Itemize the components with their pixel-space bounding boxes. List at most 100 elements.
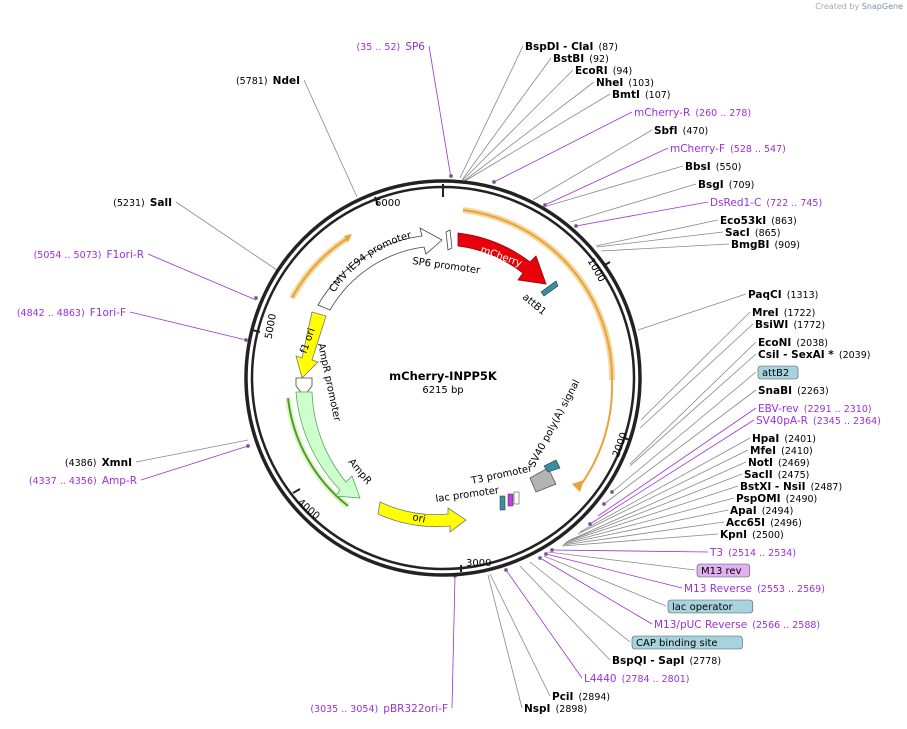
label-name: BmgBI xyxy=(731,239,769,251)
right-label-noti: NotI (2469) xyxy=(748,451,810,470)
label-extra: - SexAI * xyxy=(779,349,834,361)
label-position: (550) xyxy=(716,162,742,173)
label-position: (2784 .. 2801) xyxy=(622,674,690,685)
label-name: ApaI xyxy=(730,505,757,517)
right-label-mrei: MreI (1722) xyxy=(752,301,815,320)
leader-line xyxy=(529,561,631,643)
label-name: BspDI xyxy=(525,41,559,53)
right-label-bspdi: BspDI - ClaI (87) xyxy=(525,41,618,53)
label-position: (3035 .. 3054) xyxy=(310,704,378,715)
attb1-marker xyxy=(540,280,559,297)
leader-line xyxy=(462,69,574,181)
label-name: CsiI xyxy=(758,349,779,361)
svg-text:NotI (2469): NotI (2469) xyxy=(748,451,810,470)
label-position: (2898) xyxy=(556,704,588,715)
sv40-polya-box xyxy=(529,467,557,493)
svg-text:BsiWI (1772): BsiWI (1772) xyxy=(755,313,825,332)
lac-cluster-blue xyxy=(499,495,506,511)
leader-line xyxy=(562,521,725,546)
mcherry-arrow xyxy=(457,232,547,285)
right-label-eco53ki: Eco53kI (863) xyxy=(720,215,797,227)
primer-site-marker xyxy=(243,337,248,342)
svg-text:(3035 .. 3054) pBR322ori-F: (3035 .. 3054) pBR322ori-F xyxy=(310,697,448,716)
svg-text:MreI (1722): MreI (1722) xyxy=(752,301,815,320)
label-name: EcoNI xyxy=(758,337,791,349)
label-extra: - SapI xyxy=(647,655,685,667)
right-label-bsiwi: BsiWI (1772) xyxy=(755,313,825,332)
leader-line xyxy=(629,353,757,467)
label-position: (2475) xyxy=(778,470,810,481)
label-name: CAP binding site xyxy=(636,638,718,649)
leader-line xyxy=(551,549,709,553)
tick-label-5000: 5000 xyxy=(264,313,279,340)
svg-text:SV40pA-R (2345 .. 2364): SV40pA-R (2345 .. 2364) xyxy=(756,409,881,428)
label-position: (2778) xyxy=(689,656,721,667)
left-label-f1ori-f: (4842 .. 4863) F1ori-F xyxy=(17,307,126,319)
leader-line xyxy=(603,389,757,505)
label-name: mCherry-F xyxy=(670,143,725,155)
label-position: (2494) xyxy=(762,506,794,517)
svg-text:NspI (2898): NspI (2898) xyxy=(524,697,587,716)
sp6-promoter-label: SP6 promoter xyxy=(412,256,482,277)
label-name: SalI xyxy=(150,197,172,209)
right-label-bmti: BmtI (107) xyxy=(612,89,671,101)
label-position: (4386) xyxy=(65,458,97,469)
right-label-bstxi: BstXI - NsiI (2487) xyxy=(740,481,842,493)
svg-text:EBV-rev (2291 .. 2310): EBV-rev (2291 .. 2310) xyxy=(758,397,872,416)
leader-line xyxy=(567,473,743,542)
label-box xyxy=(696,563,751,578)
right-label-bbsi: BbsI (550) xyxy=(685,155,741,174)
label-name: BsiWI xyxy=(755,319,788,331)
svg-text:BbsI (550): BbsI (550) xyxy=(685,155,741,174)
ori-arrow xyxy=(377,501,467,533)
label-name: SacII xyxy=(744,469,773,481)
tick-label-3000: 3000 xyxy=(466,558,491,569)
svg-text:SbfI (470): SbfI (470) xyxy=(654,119,708,138)
ampr-arrow xyxy=(295,391,361,499)
leader-line xyxy=(589,419,755,525)
label-name: mCherry-R xyxy=(634,107,690,119)
label-position: (2038) xyxy=(796,338,828,349)
right-label-t3: T3 (2514 .. 2534) xyxy=(709,547,796,559)
svg-text:BstBI (92): BstBI (92) xyxy=(553,47,609,66)
scale-ticks xyxy=(251,184,632,572)
label-position: (2345 .. 2364) xyxy=(813,416,881,427)
label-position: (709) xyxy=(729,180,755,191)
leader-line xyxy=(543,555,667,607)
svg-text:(5781) NdeI: (5781) NdeI xyxy=(236,69,300,88)
label-name: SV40pA-R xyxy=(756,415,808,427)
label-position: (94) xyxy=(613,66,633,77)
lac-promoter-label: lac promoter xyxy=(435,485,501,505)
right-label-cap-binding-site: CAP binding site xyxy=(631,635,743,650)
svg-text:BsgI (709): BsgI (709) xyxy=(698,173,754,192)
label-name: T3 xyxy=(709,547,723,559)
primer-site-marker xyxy=(544,552,549,557)
svg-text:HpaI (2401): HpaI (2401) xyxy=(752,427,816,446)
label-position: (5231) xyxy=(113,198,145,209)
leader-line xyxy=(519,565,611,661)
right-label-snabi: SnaBI (2263) xyxy=(758,385,829,397)
svg-text:SacII (2475): SacII (2475) xyxy=(744,463,809,482)
right-label-sbfi: SbfI (470) xyxy=(654,119,708,138)
leader-line xyxy=(464,93,611,182)
svg-text:BmgBI (909): BmgBI (909) xyxy=(731,233,800,252)
leader-line xyxy=(575,201,709,227)
primer-site-marker xyxy=(253,295,258,300)
sv40-marker xyxy=(543,459,561,473)
leader-line xyxy=(569,461,747,541)
svg-text:M13 Reverse (2553 .. 2569): M13 Reverse (2553 .. 2569) xyxy=(684,577,825,596)
leader-lines xyxy=(129,45,757,709)
label-name: DsRed1-C xyxy=(710,197,761,209)
leader-line xyxy=(564,497,735,544)
label-extra: - ClaI xyxy=(559,41,593,53)
svg-text:EcoNI (2038): EcoNI (2038) xyxy=(758,331,828,350)
leader-line xyxy=(569,183,697,223)
right-label-bsgi: BsgI (709) xyxy=(698,173,754,192)
leader-line xyxy=(544,147,669,206)
label-name: Amp-R xyxy=(102,475,137,487)
leader-line xyxy=(135,439,249,463)
right-label-bmgbi: BmgBI (909) xyxy=(731,233,800,252)
leader-line xyxy=(595,219,719,247)
right-label-bstbi: BstBI (92) xyxy=(553,47,609,66)
